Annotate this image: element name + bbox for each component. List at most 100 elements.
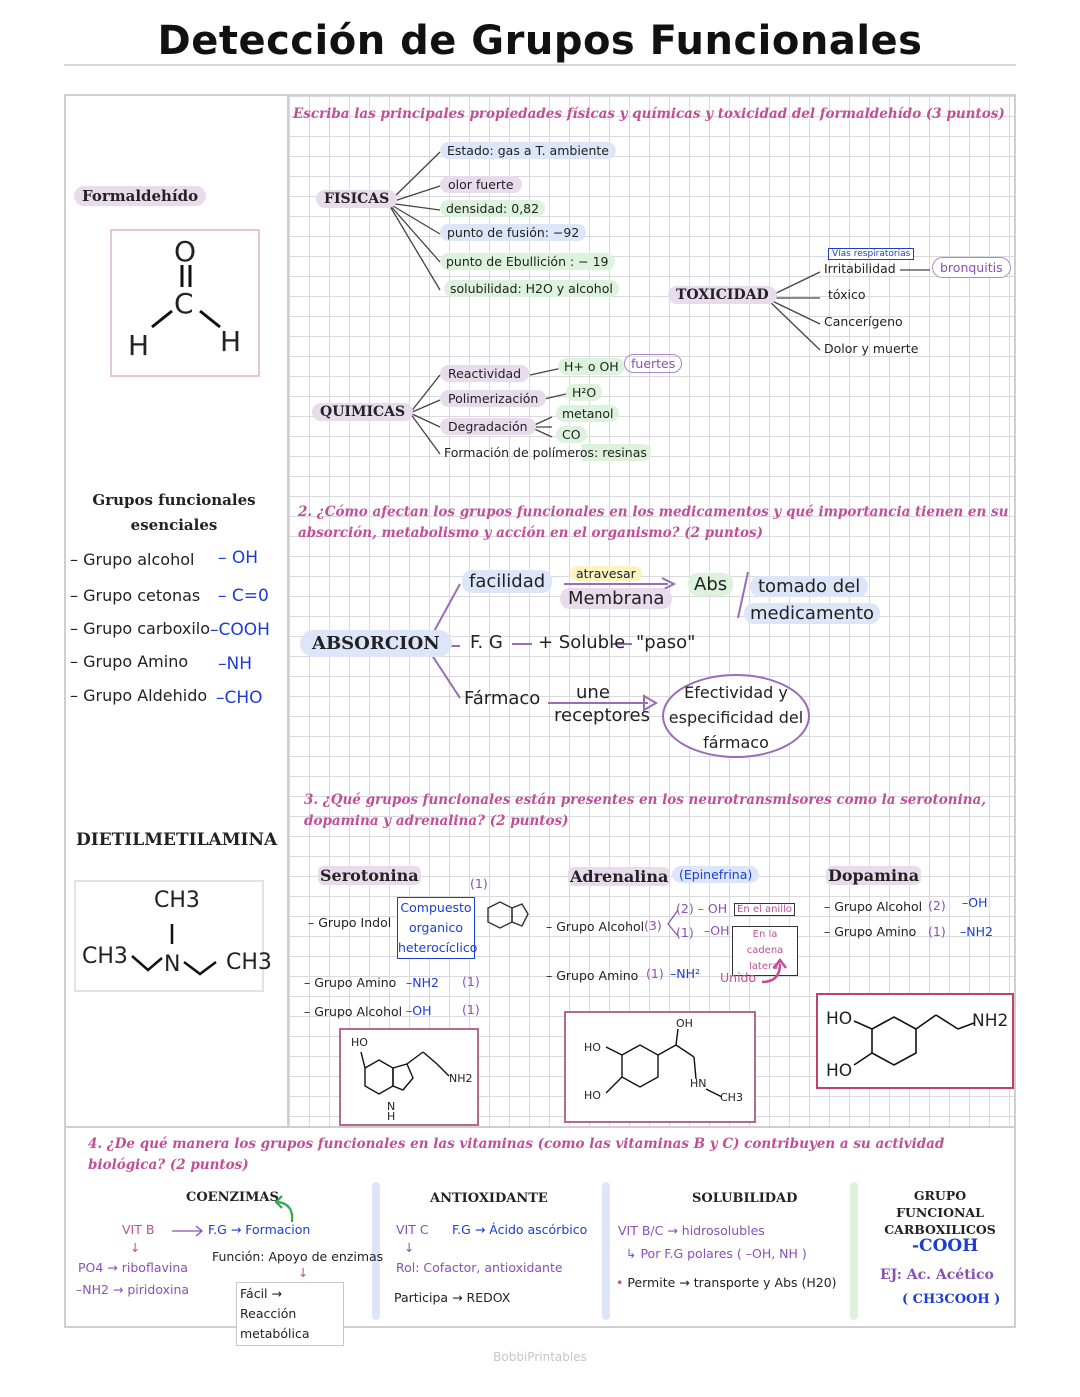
dietil-structure — [131, 924, 217, 976]
carboxilicos-title-2: CARBOXILICOS — [884, 1222, 996, 1237]
serotonina-structure — [360, 1051, 450, 1095]
farmaco: Fármaco — [464, 688, 541, 709]
coenzimas-po4: PO4 → riboflavina — [78, 1260, 188, 1275]
grupo-formula: – OH — [218, 548, 259, 568]
serotonina-alcohol-c: (1) — [462, 1002, 480, 1017]
column-divider — [372, 1182, 380, 1320]
atravesar: atravesar — [570, 566, 642, 581]
fisicas-label: FISICAS — [316, 190, 398, 208]
serotonina-amino: – Grupo Amino — [304, 975, 397, 990]
une: une — [576, 682, 610, 703]
paso: "paso" — [636, 632, 696, 653]
efectividad-line2: especificidad del — [668, 708, 804, 727]
absorcion-label: ABSORCION — [300, 630, 452, 657]
unido: Unido — [720, 970, 757, 985]
toxicidad-item: Irritabilidad — [824, 261, 896, 276]
dietil-structure-box: CH3 N CH3 CH3 — [74, 880, 272, 992]
solubilidad-title: SOLUBILIDAD — [692, 1191, 798, 1206]
q3-question-1: 3. ¿Qué grupos funcionales están present… — [304, 792, 986, 808]
dietil-label: DIETILMETILAMINA — [76, 830, 278, 850]
dopamina-title: Dopamina — [826, 866, 922, 885]
dopamina-amino-f: –NH2 — [960, 924, 993, 939]
fisica-item: densidad: 0,82 — [440, 200, 546, 217]
fisica-item: solubilidad: H2O y alcohol — [444, 280, 619, 297]
tomado-line1: tomado del — [750, 576, 869, 597]
anillo-tag: En el anillo — [734, 903, 795, 916]
coenzimas-title: COENZIMAS — [186, 1190, 279, 1205]
quimicas-label: QUIMICAS — [312, 403, 414, 421]
cadena-line2: lateral — [749, 961, 781, 972]
formaldehido-structure — [151, 265, 221, 329]
grupo-item: – Grupo cetonas — [70, 586, 201, 605]
adrenalina-amino-c: (1) — [646, 966, 664, 981]
atom-o: O — [174, 235, 197, 268]
fuertes-bubble: fuertes — [624, 354, 683, 373]
quimica-item: Formación de polímeros: resinas — [440, 444, 651, 461]
mol-ho-1: HO — [584, 1041, 601, 1054]
degradacion-detail: CO — [556, 426, 587, 443]
arrow-right-icon — [172, 1225, 204, 1237]
adrenalina-oh1: (2) – OH — [676, 901, 728, 916]
compuesto-line3: heterocíclico — [398, 940, 478, 955]
solubilidad-permite: • Permite → transporte y Abs (H20) — [616, 1275, 837, 1290]
formaldehido-label: Formaldehído — [74, 186, 207, 206]
atom-h-left: H — [128, 329, 150, 362]
adrenalina-brace — [667, 909, 679, 937]
grupos-title: Grupos funcionales esenciales — [76, 488, 272, 538]
arrow-down-icon: ↓ — [130, 1240, 141, 1255]
efectividad-ellipse: Efectividad y especificidad del fármaco — [662, 674, 810, 758]
antioxidante-rol: Rol: Cofactor, antioxidante — [396, 1260, 563, 1275]
toxicidad-label: TOXICIDAD — [668, 286, 777, 304]
serotonina-indol: – Grupo Indol — [308, 915, 392, 930]
unido-arrow-icon — [761, 957, 787, 984]
coenzimas-fg: F.G → Formacion — [208, 1222, 311, 1237]
grupo-item: – Grupo Aldehido — [70, 686, 208, 705]
adrenalina-structure — [605, 1028, 723, 1098]
compuesto-line1: Compuesto — [400, 900, 472, 915]
mol-n: N — [387, 1100, 396, 1113]
facil-line1: Fácil → Reacción — [240, 1286, 297, 1321]
coenzimas-funcion: Función: Apoyo de enzimas — [212, 1249, 384, 1264]
grupo-formula: –NH — [218, 654, 252, 674]
grupo-item: – Grupo alcohol — [70, 550, 195, 569]
fisica-item: olor fuerte — [440, 176, 522, 193]
mol-oh: OH — [676, 1017, 693, 1030]
grupo-formula: –COOH — [210, 620, 270, 640]
vit-c: VIT C — [396, 1222, 429, 1237]
column-divider — [850, 1182, 858, 1320]
epinefrina: (Epinefrina) — [672, 866, 760, 883]
compuesto-box: Compuesto organico heterocíclico — [397, 897, 478, 959]
q2-question-1: 2. ¿Cómo afectan los grupos funcionales … — [298, 504, 1009, 520]
mol-ho-2: HO — [826, 1061, 853, 1081]
carboxilicos-title: GRUPO FUNCIONAL CARBOXILICOS — [870, 1187, 1010, 1238]
column-divider — [602, 1182, 610, 1320]
efectividad-line1: Efectividad y — [684, 683, 788, 702]
soluble: + Soluble — [538, 632, 626, 653]
facil-box: Fácil → Reacción metabólica — [236, 1282, 344, 1346]
mol-ho: HO — [351, 1036, 368, 1049]
q3-question-2: dopamina y adrenalina? (2 puntos) — [304, 813, 569, 829]
dopamina-alcohol-c: (2) — [928, 898, 946, 913]
q4-question-1: 4. ¿De qué manera los grupos funcionales… — [88, 1136, 945, 1152]
facilidad: facilidad — [462, 570, 553, 593]
mol-hn: HN — [690, 1077, 707, 1090]
cadena-line1: En la cadena — [746, 929, 784, 956]
indole-ring-icon — [487, 901, 529, 929]
mol-ho-2: HO — [584, 1089, 601, 1102]
dopamina-alcohol-f: –OH — [962, 895, 988, 910]
serotonina-title: Serotonina — [318, 866, 421, 885]
atom-ch3-right: CH3 — [226, 950, 272, 975]
polimerizacion-detail: H²O — [566, 384, 603, 401]
section-divider — [64, 1126, 1016, 1128]
bronquitis-bubble: bronquitis — [932, 257, 1011, 278]
arrow-down-icon: ↓ — [404, 1240, 415, 1255]
efectividad-line3: fármaco — [703, 733, 769, 752]
solubilidad-vitbc: VIT B/C → hidrosolubles — [618, 1223, 765, 1238]
coenzimas-arrow-icon — [274, 1195, 294, 1223]
dopamina-structure — [853, 1014, 975, 1066]
grupos-title-line1: Grupos funcionales — [92, 491, 256, 509]
grupo-item: – Grupo Amino — [70, 652, 189, 671]
reactividad-detail: H+ o OH — [558, 358, 625, 375]
q1-question: Escriba las principales propiedades físi… — [293, 106, 1005, 122]
serotonina-alcohol-f: –OH — [406, 1003, 432, 1018]
